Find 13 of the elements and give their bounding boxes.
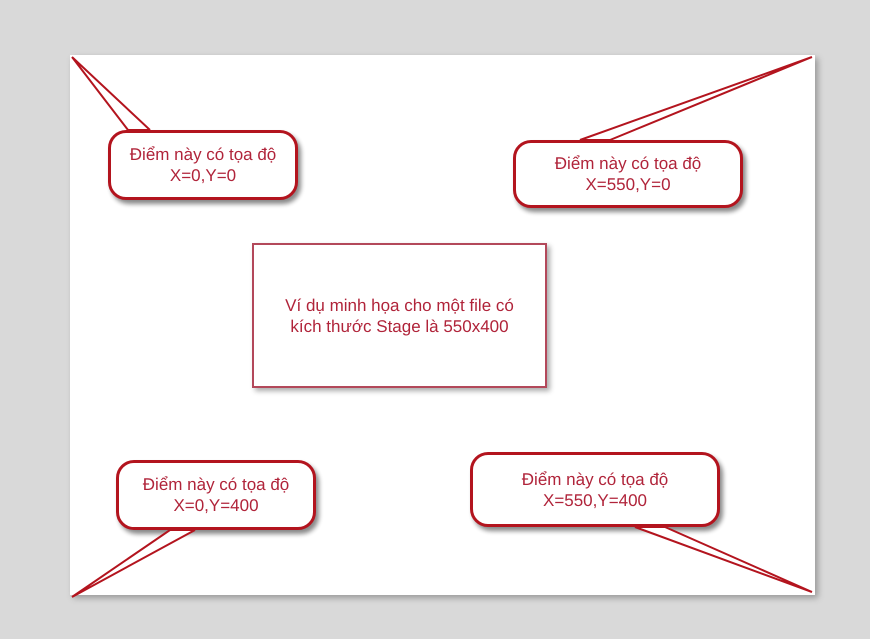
text-box	[252, 243, 547, 388]
callout-tail	[71, 529, 196, 598]
callout-text: Ví dụ minh họa cho một file có kích thước Stage là 550x400	[284, 294, 515, 336]
callout-bubble	[470, 452, 720, 527]
callout-text: Điểm này có tọa độ X=0,Y=0	[128, 144, 278, 186]
callout-text: Điểm này có tọa độ X=550,Y=400	[520, 468, 670, 510]
callout-bubble	[116, 460, 316, 530]
callout-tail	[579, 56, 813, 141]
callout-bubble	[513, 140, 743, 208]
callout-text: Điểm này có tọa độ X=550,Y=0	[554, 153, 702, 195]
callout-tail	[634, 526, 813, 593]
callout-text: Điểm này có tọa độ X=0,Y=400	[142, 474, 290, 516]
callout-tail	[71, 56, 151, 131]
